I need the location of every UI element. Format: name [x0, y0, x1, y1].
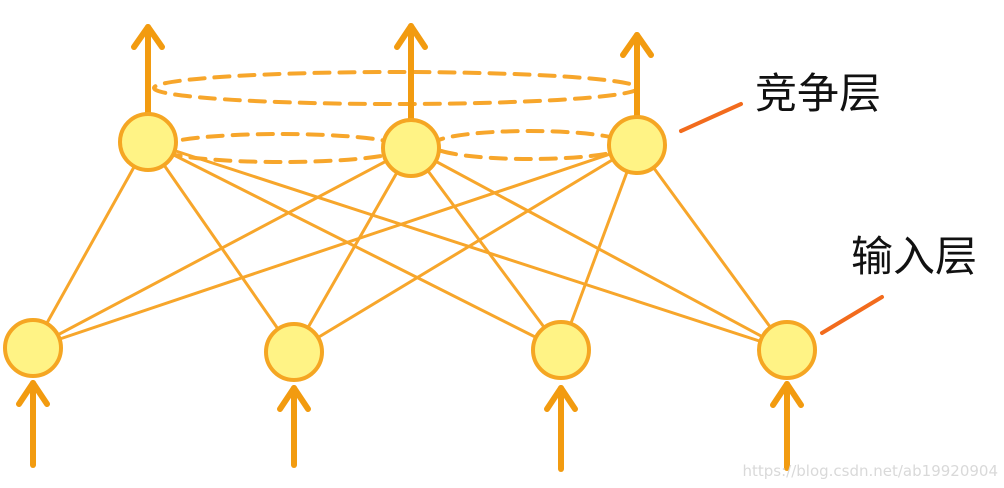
input-node — [757, 320, 817, 380]
connection-line — [31, 140, 150, 350]
connection-lines — [31, 140, 789, 354]
input-node — [264, 322, 324, 382]
connection-line — [559, 143, 639, 352]
connection-line — [635, 143, 789, 352]
competitive-node — [381, 118, 441, 178]
input-layer-nodes — [3, 318, 817, 382]
input-node — [3, 318, 63, 378]
output-arrow-icon — [131, 24, 165, 119]
output-arrow-icon — [620, 32, 654, 123]
input-arrows — [16, 380, 804, 472]
competitive-layer-nodes — [118, 112, 667, 178]
input-arrow-icon — [16, 380, 50, 468]
input-node — [531, 320, 591, 380]
left-dashed-ring — [157, 132, 405, 164]
connection-line — [292, 143, 639, 354]
competitive-node — [118, 112, 178, 172]
right-dashed-ring — [430, 129, 630, 161]
competitive-layer-pointer — [679, 102, 743, 133]
output-arrow-icon — [394, 23, 428, 125]
input-arrow-icon — [544, 385, 578, 472]
connection-line — [31, 146, 413, 350]
outer-dashed-ring — [152, 70, 640, 106]
input-layer-pointer — [820, 295, 884, 335]
connection-line — [409, 146, 563, 352]
competitive-node — [607, 115, 667, 175]
output-arrows — [131, 23, 654, 125]
connection-line — [31, 143, 639, 350]
input-arrow-icon — [277, 385, 311, 468]
watermark-text: https://blog.csdn.net/ab19920904 — [742, 462, 998, 480]
competitive-layer-label: 竞争层 — [755, 69, 881, 118]
connection-line — [292, 146, 413, 354]
input-arrow-icon — [770, 381, 804, 471]
label-pointers — [679, 102, 884, 335]
input-layer-label: 输入层 — [851, 232, 977, 281]
